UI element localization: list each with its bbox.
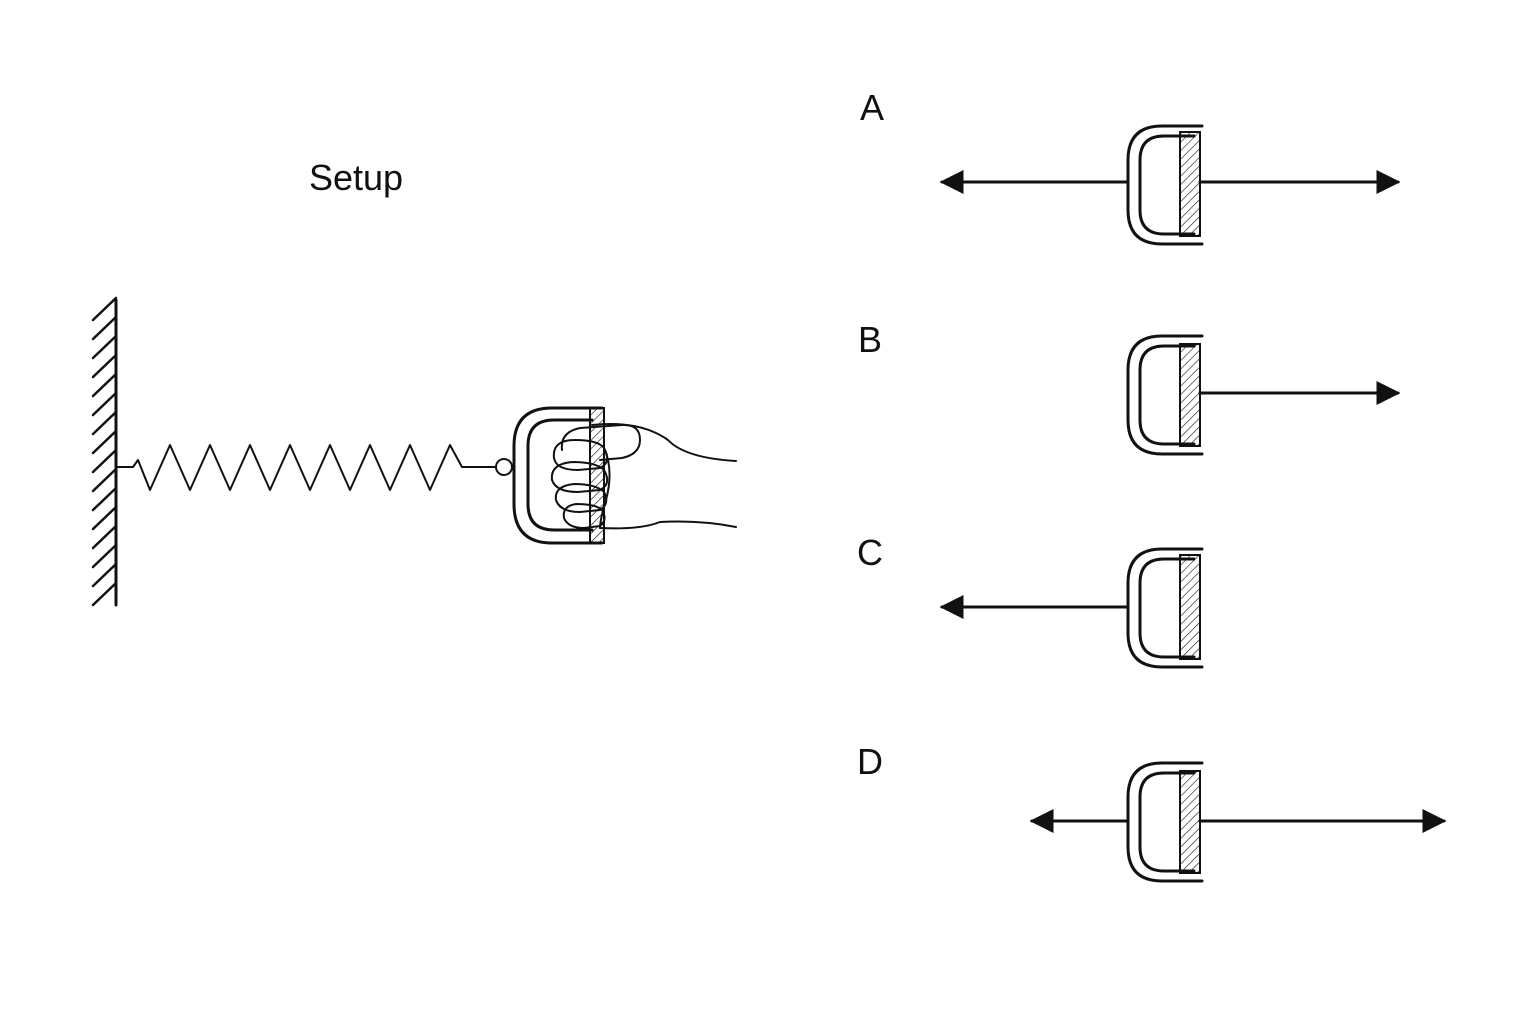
wall-hatch-line — [91, 562, 118, 588]
wall-hatch-line — [91, 543, 118, 569]
option-b-letter: B — [858, 319, 882, 360]
fingers — [550, 439, 609, 529]
answer-options: A B C — [857, 87, 1447, 883]
wall — [91, 296, 118, 607]
option-c-handle — [1126, 547, 1204, 669]
wall-hatch-line — [91, 391, 118, 417]
wall-hatch-line — [91, 429, 118, 455]
wall-hatch-line — [91, 296, 118, 322]
wall-hatch-line — [91, 467, 118, 493]
option-a[interactable]: A — [860, 87, 1401, 246]
wall-hatch-line — [91, 524, 118, 550]
thumb — [560, 423, 641, 461]
wall-hatch-line — [91, 410, 118, 436]
setup-panel: Setup — [91, 157, 737, 607]
option-c-letter: C — [857, 532, 883, 573]
option-a-letter: A — [860, 87, 884, 128]
wall-hatch-line — [91, 448, 118, 474]
wall-hatch-line — [91, 486, 118, 512]
forearm-bottom — [599, 520, 737, 530]
option-d-letter: D — [857, 741, 883, 782]
setup-title: Setup — [309, 157, 403, 198]
wall-hatch-line — [91, 505, 118, 531]
option-d-handle — [1126, 761, 1204, 883]
wall-hatch-line — [91, 334, 118, 360]
spring-coil — [115, 444, 496, 491]
wall-hatch-line — [91, 353, 118, 379]
option-b[interactable]: B — [858, 319, 1401, 456]
option-b-handle — [1126, 334, 1204, 456]
wall-hatch-line — [91, 372, 118, 398]
wall-hatching — [91, 296, 118, 607]
wall-hatch-line — [91, 581, 118, 607]
palm-edge — [599, 447, 611, 529]
spring-hook-ring — [495, 458, 513, 476]
option-d[interactable]: D — [857, 741, 1447, 883]
option-c[interactable]: C — [857, 532, 1204, 669]
spring — [115, 444, 513, 491]
option-a-handle — [1126, 124, 1204, 246]
wall-hatch-line — [91, 315, 118, 341]
hand — [550, 423, 737, 530]
forearm-top — [591, 423, 737, 462]
